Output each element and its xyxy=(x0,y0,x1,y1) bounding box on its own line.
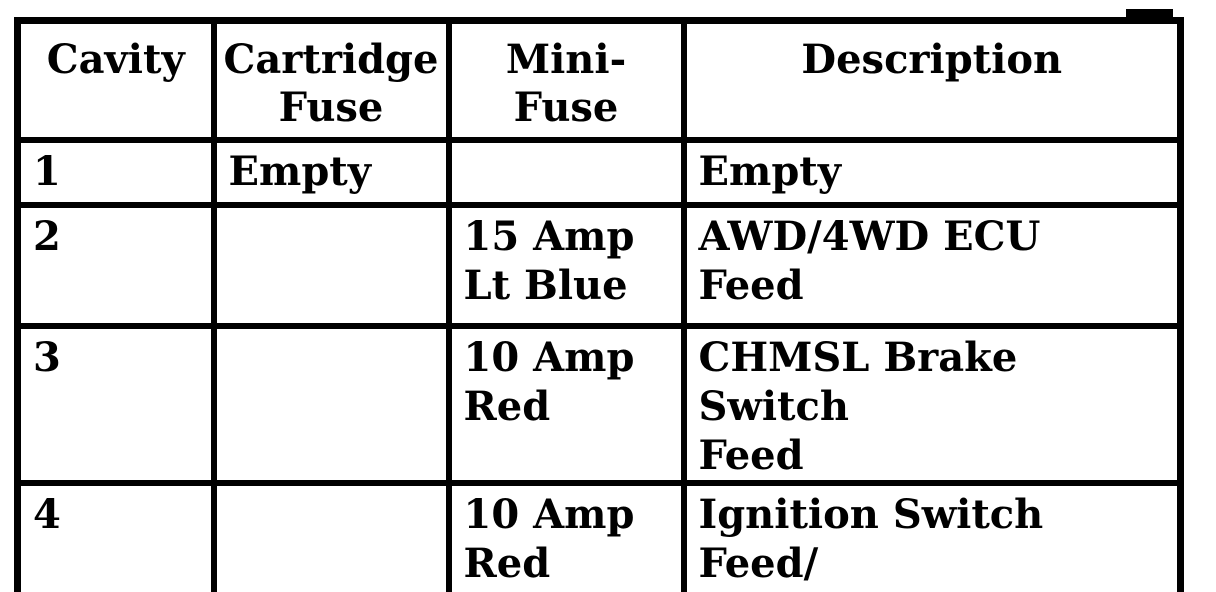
cell-cartridge-fuse xyxy=(210,201,452,329)
table-row: 2 15 Amp Lt Blue AWD/4WD ECU Feed xyxy=(14,201,1184,329)
cell-mini-fuse: 10 Amp Red xyxy=(445,479,687,592)
cell-cartridge-fuse xyxy=(210,322,452,486)
table-row: 4 10 Amp Red Ignition Switch Feed/ OCM xyxy=(14,479,1184,592)
cell-cavity: 4 xyxy=(14,479,217,592)
cell-description: AWD/4WD ECU Feed xyxy=(680,201,1184,329)
cell-cartridge-fuse xyxy=(210,479,452,592)
cell-description: Empty xyxy=(680,136,1184,208)
cell-mini-fuse: 10 Amp Red xyxy=(445,322,687,486)
cell-mini-fuse: 15 Amp Lt Blue xyxy=(445,201,687,329)
cell-description: Ignition Switch Feed/ OCM xyxy=(680,479,1184,592)
cell-cartridge-fuse: Empty xyxy=(210,136,452,208)
header-cell-mini-fuse: Mini- Fuse xyxy=(445,17,687,143)
table-row: 1 Empty Empty xyxy=(14,136,1184,208)
cell-description: CHMSL Brake Switch Feed xyxy=(680,322,1184,486)
header-row: Cavity Cartridge Fuse Mini- Fuse Descrip… xyxy=(14,17,1184,143)
header-cell-cavity: Cavity xyxy=(14,17,217,143)
header-cell-cartridge-fuse: Cartridge Fuse xyxy=(210,17,452,143)
cell-cavity: 3 xyxy=(14,322,217,486)
cell-cavity: 2 xyxy=(14,201,217,329)
cell-cavity: 1 xyxy=(14,136,217,208)
fuse-box-table: Cavity Cartridge Fuse Mini- Fuse Descrip… xyxy=(14,17,1184,592)
table-row: 3 10 Amp Red CHMSL Brake Switch Feed xyxy=(14,322,1184,486)
scan-artifact-mark xyxy=(1126,9,1173,20)
cell-mini-fuse xyxy=(445,136,687,208)
header-cell-description: Description xyxy=(680,17,1184,143)
